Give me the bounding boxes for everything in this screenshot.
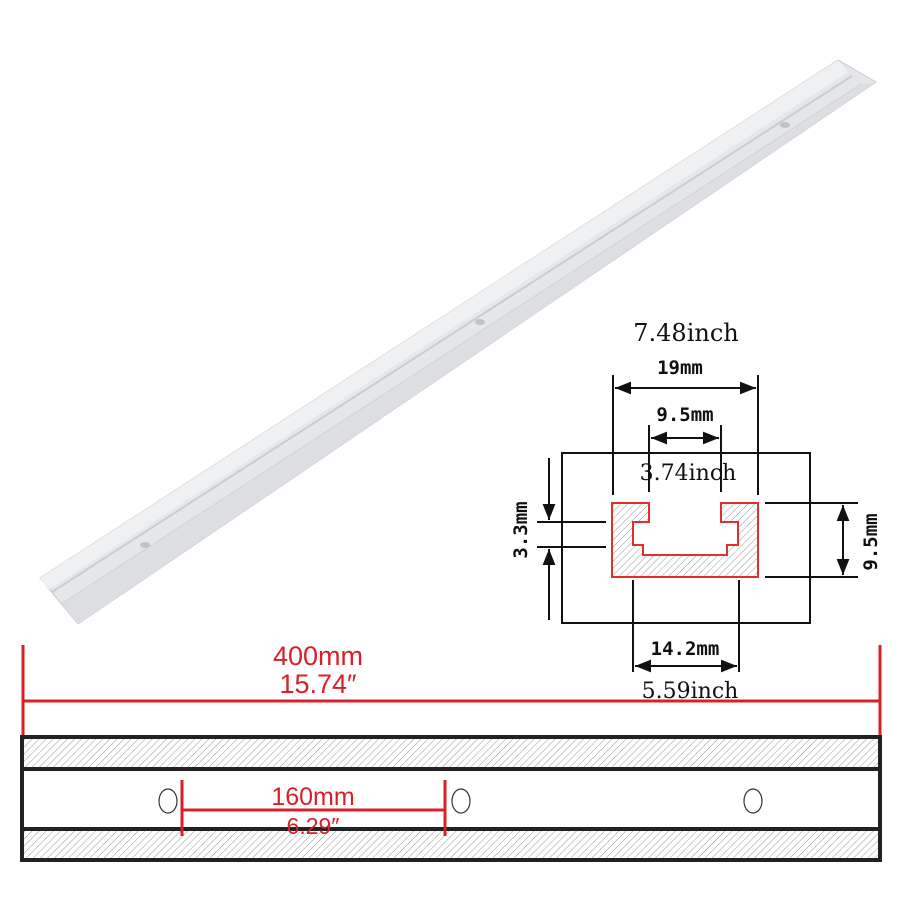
rail-hole — [140, 542, 150, 548]
height-mm-label: 9.5mm — [860, 513, 882, 570]
rail-top-view — [20, 735, 882, 862]
length-inch-label: 15.74″ — [279, 669, 357, 699]
length-dimension — [21, 645, 882, 735]
rail-hole — [475, 319, 485, 325]
inner-mm-label: 14.2mm — [651, 638, 720, 660]
slot-mm-label: 9.5mm — [656, 404, 713, 426]
rail-photo — [39, 59, 877, 625]
width-mm-label: 19mm — [657, 357, 703, 379]
mounting-hole — [158, 788, 178, 814]
mounting-hole — [743, 788, 763, 814]
slot-inch-label: 3.74inch — [640, 461, 737, 486]
mounting-hole — [451, 788, 471, 814]
length-mm-label: 400mm — [273, 641, 363, 671]
lip-mm-label: 3.3mm — [510, 501, 532, 558]
hole-spacing-dimension — [180, 780, 447, 836]
cross-section — [537, 375, 858, 673]
profile-shape — [611, 502, 759, 578]
width-inch-label: 7.48inch — [633, 319, 738, 347]
rail-hole — [780, 122, 790, 128]
spacing-inch-label: 6.29″ — [287, 813, 340, 839]
spacing-mm-label: 160mm — [271, 783, 354, 811]
